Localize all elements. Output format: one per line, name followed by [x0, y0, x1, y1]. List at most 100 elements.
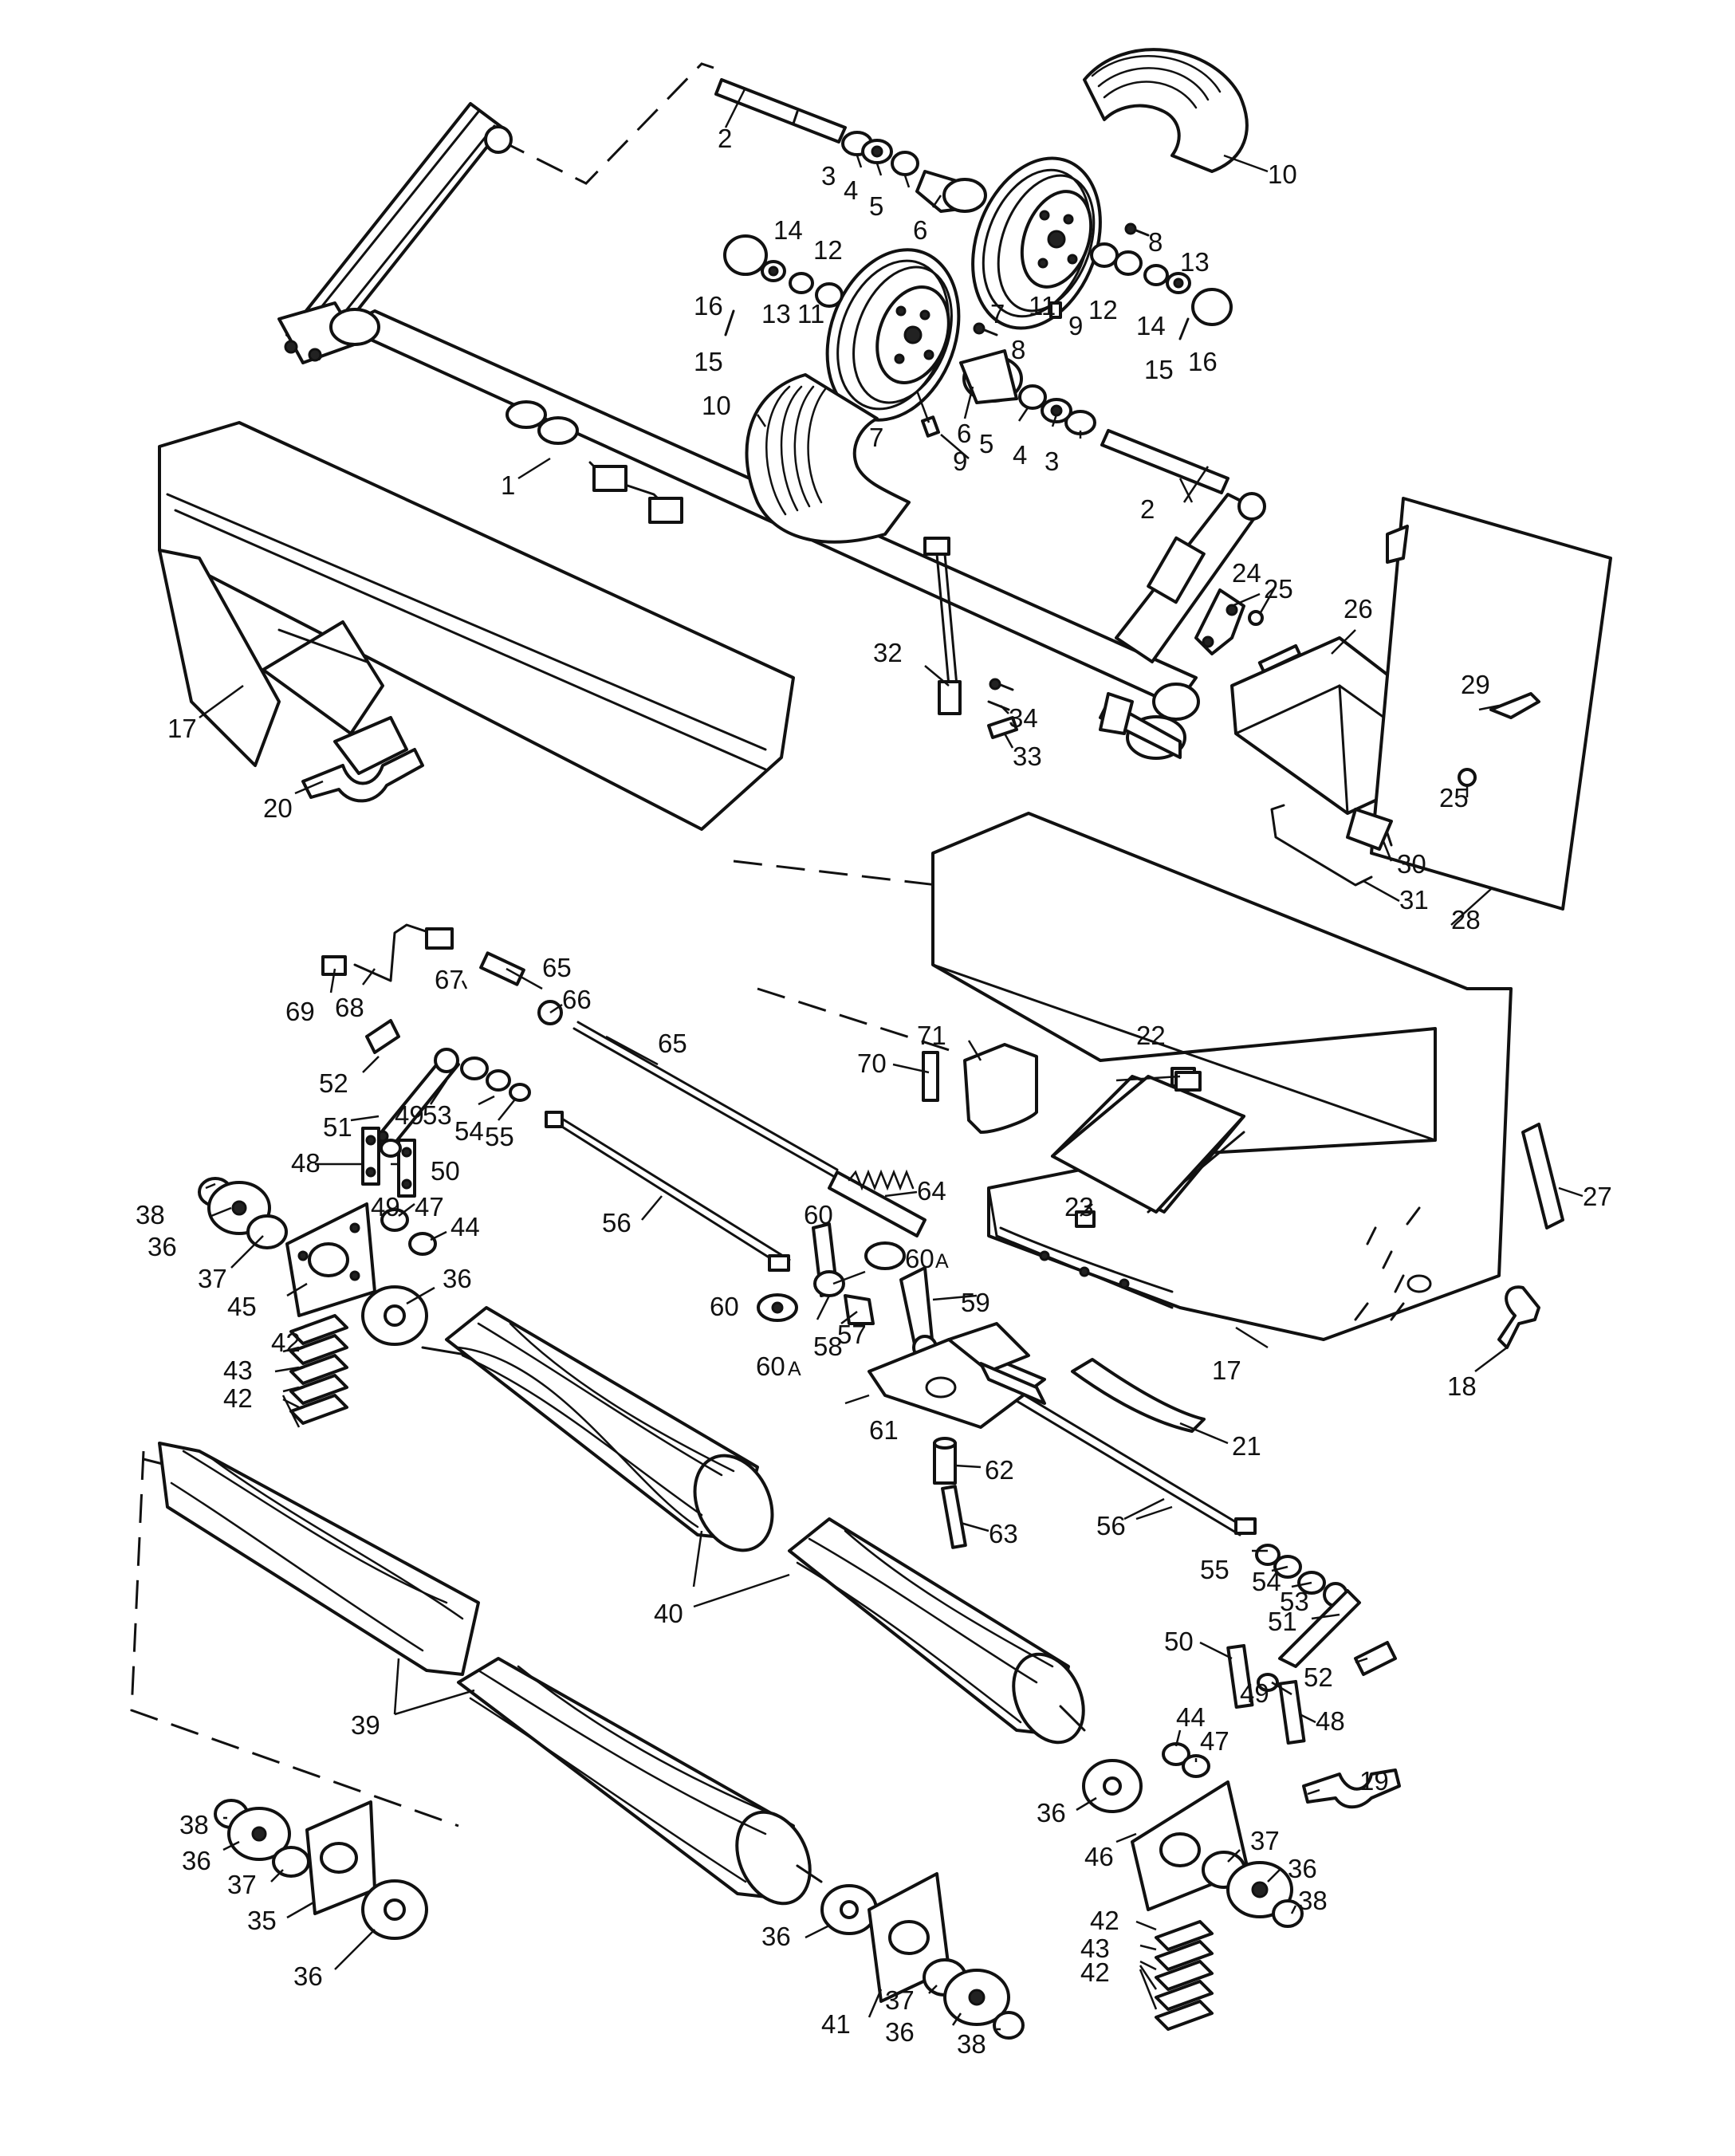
callout-40: 40 — [654, 1599, 683, 1628]
roller-40-front — [421, 1306, 774, 1552]
callout-27: 27 — [1583, 1182, 1612, 1211]
tire-upper — [1083, 48, 1249, 173]
callout-36f: 36 — [293, 1961, 323, 1991]
callout-37b: 37 — [1250, 1826, 1280, 1855]
axle-shaft-lower — [1100, 429, 1229, 494]
callout-60d-suffix: A — [788, 1358, 801, 1380]
linkage-rod-65 — [479, 951, 839, 1178]
callout-48b: 48 — [1316, 1706, 1345, 1736]
callout-42b: 42 — [223, 1383, 253, 1413]
callout-56b: 56 — [1096, 1511, 1126, 1540]
shaft-bracket-1 — [588, 461, 683, 524]
callout-50b: 50 — [1164, 1627, 1194, 1656]
handle-31 — [1270, 804, 1373, 887]
callout-50a: 50 — [431, 1156, 460, 1186]
callout-30: 30 — [1397, 849, 1426, 879]
callout-37a: 37 — [198, 1264, 227, 1293]
roller-39-upper — [142, 1442, 480, 1676]
callout-68: 68 — [335, 993, 364, 1022]
flange-set-lower-left — [214, 1799, 428, 1940]
callout-60c: 60 — [710, 1292, 739, 1321]
callout-71: 71 — [917, 1021, 946, 1050]
callout-61: 61 — [869, 1415, 899, 1445]
hub-hardware-lower — [723, 234, 998, 438]
roller-frame-arm-right — [1099, 492, 1266, 760]
callout-19: 19 — [1359, 1766, 1389, 1796]
callout-36d: 36 — [1288, 1854, 1317, 1883]
clamp-bracket-18 — [1497, 1285, 1540, 1349]
side-panel-28 — [1370, 497, 1612, 911]
adjuster-57-60 — [757, 1222, 906, 1325]
callout-47b: 47 — [1200, 1726, 1229, 1756]
callout-55b: 55 — [1200, 1555, 1229, 1584]
bracket-30 — [1346, 808, 1393, 851]
callout-62: 62 — [985, 1455, 1014, 1485]
callout-1: 1 — [501, 470, 515, 500]
callout-12b: 12 — [813, 235, 843, 265]
callout-45: 45 — [227, 1292, 257, 1321]
shims-42-43-upper — [289, 1314, 348, 1425]
callout-53a: 53 — [423, 1100, 452, 1130]
roller-40-rear — [788, 1517, 1086, 1745]
callout-47a: 47 — [415, 1192, 444, 1222]
callout-42d: 42 — [1080, 1957, 1110, 1987]
callout-4a: 4 — [844, 175, 858, 205]
callout-41: 41 — [821, 2009, 851, 2039]
callout-37d: 37 — [885, 1985, 915, 2015]
callout-16b: 16 — [694, 291, 723, 321]
callout-18: 18 — [1447, 1371, 1477, 1401]
callout-28: 28 — [1451, 905, 1481, 934]
clip-52-lower — [1354, 1641, 1397, 1676]
callout-36e: 36 — [182, 1846, 211, 1875]
upper-hood — [158, 421, 795, 831]
pins-33-34 — [987, 678, 1134, 739]
callout-67: 67 — [435, 965, 464, 994]
bearing-set-lower — [959, 349, 1096, 435]
callout-6a: 6 — [913, 215, 927, 245]
callout-36a: 36 — [148, 1232, 177, 1261]
wheel-upper — [971, 156, 1102, 330]
callout-2a: 2 — [718, 124, 732, 153]
callout-52a: 52 — [319, 1068, 348, 1098]
callout-5a: 5 — [869, 191, 883, 221]
callout-2b: 2 — [1140, 494, 1155, 524]
callout-60d: 60 — [756, 1351, 785, 1381]
callout-44a: 44 — [450, 1212, 480, 1241]
callout-48a: 48 — [291, 1148, 321, 1178]
callout-8a: 8 — [1148, 227, 1163, 257]
callout-42a: 42 — [271, 1328, 301, 1357]
callout-10b: 10 — [702, 391, 731, 420]
link-48-50-lower — [1226, 1643, 1306, 1745]
bracket-51-upper — [373, 1048, 531, 1150]
callout-17b: 17 — [1212, 1355, 1241, 1385]
callout-25b: 25 — [1439, 783, 1469, 812]
callout-44b: 44 — [1176, 1702, 1206, 1732]
link-48-50-upper — [361, 1127, 416, 1198]
roller-39-lower — [457, 1657, 823, 1906]
wheel-lower — [825, 248, 961, 422]
callout-7b: 7 — [869, 423, 883, 452]
callout-31: 31 — [1399, 885, 1429, 915]
callout-52b: 52 — [1304, 1662, 1333, 1692]
callout-5b: 5 — [979, 429, 993, 458]
callout-24: 24 — [1232, 558, 1261, 588]
callout-66: 66 — [562, 985, 592, 1014]
flange-set-lower-right — [820, 1872, 1025, 2040]
callout-14b: 14 — [773, 215, 803, 245]
bushing-44-47-lower — [1162, 1742, 1210, 1778]
callout-12a: 12 — [1088, 295, 1118, 325]
callout-36h: 36 — [885, 2017, 915, 2047]
callout-11b: 11 — [797, 299, 824, 329]
callout-9b: 9 — [953, 447, 967, 476]
shims-42-43-lower — [1155, 1920, 1214, 2031]
callout-46: 46 — [1084, 1842, 1114, 1871]
callout-38d: 38 — [957, 2029, 986, 2059]
hood-slots — [1354, 1206, 1432, 1321]
callout-55a: 55 — [485, 1122, 514, 1151]
callout-15b: 15 — [694, 347, 723, 376]
callout-7a: 7 — [990, 299, 1005, 329]
wire-68 — [321, 923, 454, 982]
callout-70: 70 — [857, 1048, 887, 1078]
callout-43b: 43 — [1080, 1934, 1110, 1963]
